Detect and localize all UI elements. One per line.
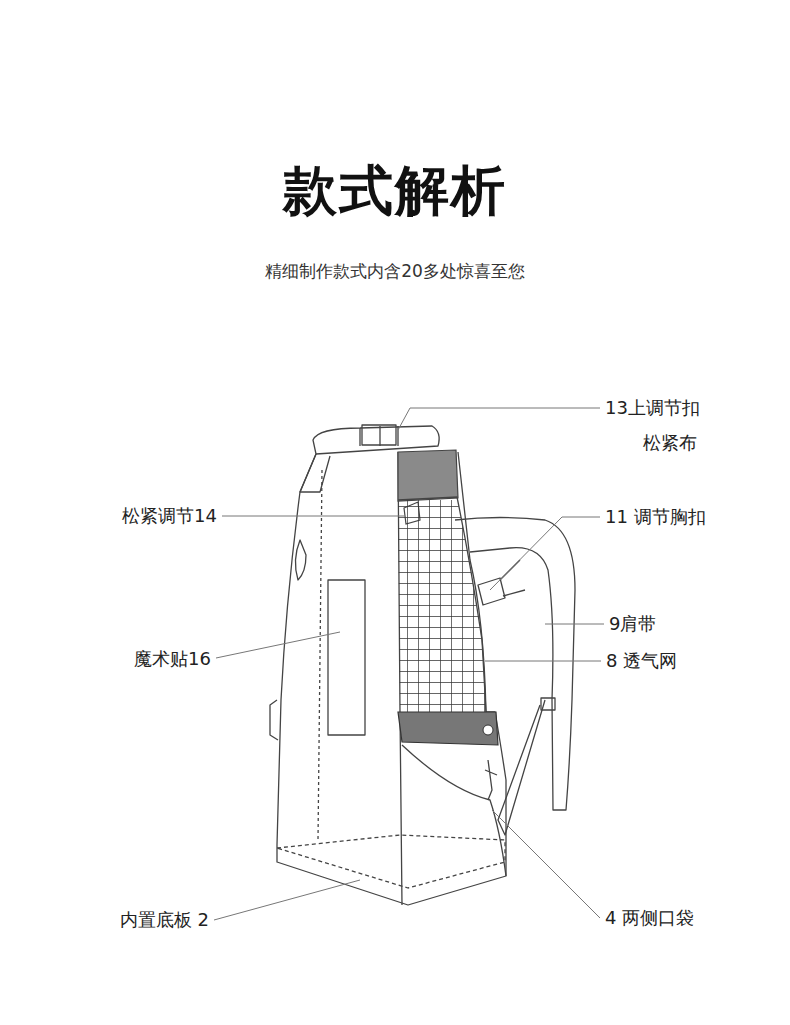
callout-label: 11 调节胸扣 [603, 506, 708, 528]
callout-label: 9肩带 [607, 613, 658, 635]
callout-label: 松紧调节14 [120, 505, 219, 527]
callout-label: 13上调节扣 [603, 397, 702, 419]
leader-line [214, 880, 360, 920]
mesh-edge [398, 497, 486, 712]
velcro-patch [328, 580, 365, 735]
leader-line [545, 624, 604, 625]
callout-label: 4 两侧口袋 [603, 907, 696, 929]
strap-buckle [541, 698, 555, 710]
chest-strap [500, 560, 525, 596]
leader-line [216, 632, 340, 658]
elastic-panel [398, 450, 458, 501]
side-loop [295, 540, 306, 580]
leader-line [398, 408, 600, 430]
page-title: 款式解析 [283, 155, 507, 228]
side-fold [300, 454, 330, 492]
callout-label: 8 透气网 [604, 650, 679, 672]
mesh [398, 500, 488, 712]
strap-lower [498, 700, 545, 835]
side-pocket-lower [402, 745, 506, 876]
side-pocket [270, 700, 278, 740]
leader-line [485, 661, 601, 662]
leader-lines [214, 408, 604, 920]
base-board [277, 835, 505, 888]
grommet [483, 725, 493, 735]
chest-buckle [478, 578, 505, 605]
callout-label: 松紧布 [641, 432, 699, 454]
stitch-line [318, 470, 322, 840]
leader-line [222, 516, 405, 517]
pack-body [277, 452, 506, 905]
mesh-band [398, 712, 498, 745]
backpack-outline [270, 425, 575, 905]
top-buckle-frame [362, 425, 396, 445]
drawcord [485, 760, 497, 800]
top-buckle [360, 426, 398, 446]
page-subtitle: 精细制作款式内含20多处惊喜至您 [265, 260, 525, 283]
callout-label: 魔术贴16 [132, 648, 213, 670]
roll-top [313, 426, 439, 454]
callout-label: 内置底板 2 [118, 909, 211, 931]
leader-line [490, 517, 600, 590]
leader-line [492, 810, 600, 918]
